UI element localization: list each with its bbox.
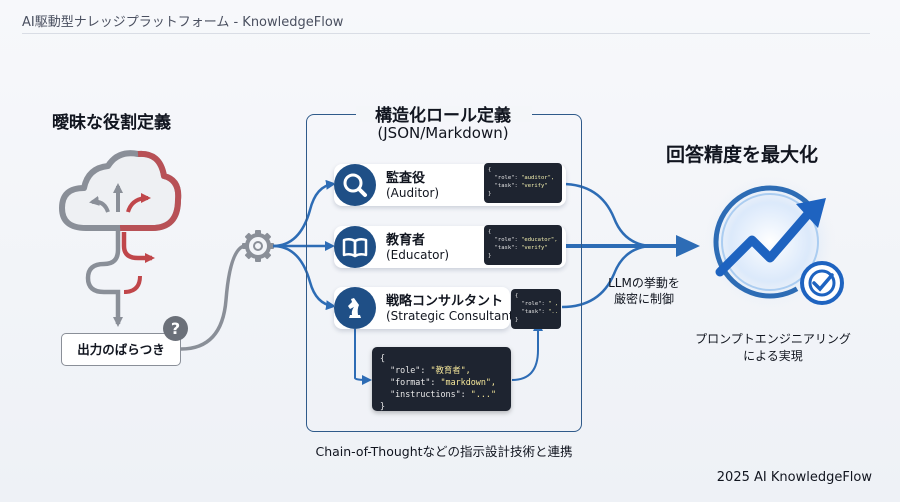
role-json-snippet: { "role": "auditor", "task": "verify" }	[484, 163, 562, 203]
cloud-icon	[59, 150, 182, 231]
role-card-strategic-consultant: 戦略コンサルタント (Strategic Consultant)	[334, 287, 518, 329]
gear-icon	[242, 230, 274, 262]
llm-control-text: LLMの挙動を厳密に制御	[608, 276, 680, 306]
cot-integration-label: Chain-of-Thoughtなどの指示設計技術と連携	[315, 444, 573, 459]
llm-control-label: LLMの挙動を厳密に制御	[602, 275, 686, 307]
structured-role-subtitle: (JSON/Markdown)	[377, 124, 509, 142]
role-english: (Auditor)	[386, 186, 440, 200]
structured-role-title: 構造化ロール定義	[375, 106, 511, 126]
role-name: 教育者	[386, 233, 426, 248]
accuracy-target-icon	[704, 176, 844, 308]
ambiguous-role-title: 曖昧な役割定義	[52, 113, 171, 133]
role-english: (Educator)	[386, 248, 450, 262]
header-divider	[22, 33, 870, 34]
footer-credit: 2025 AI KnowledgeFlow	[716, 470, 872, 485]
chess-knight-icon	[334, 287, 376, 329]
question-icon: ?	[163, 316, 188, 341]
magnifier-icon	[334, 164, 376, 206]
book-icon	[334, 226, 376, 268]
role-json-snippet: { "role": "educator", "task": "verify" }	[484, 225, 562, 265]
pe-line-2: による実現	[743, 349, 803, 363]
role-name: 監査役	[386, 171, 426, 186]
output-variance-box: 出力のばらつき	[61, 333, 181, 366]
role-english: (Strategic Consultant)	[386, 309, 519, 323]
json-code-block: { "role": "教育者", "format": "markdown", "…	[372, 347, 511, 411]
role-json-snippet: { "role": " , "task": ".. }	[511, 289, 561, 329]
role-name: 戦略コンサルタント	[386, 294, 504, 309]
pe-line-1: プロンプトエンジニアリング	[695, 332, 851, 346]
header-title: AI駆動型ナレッジプラットフォーム - KnowledgeFlow	[22, 15, 344, 30]
maximize-accuracy-title: 回答精度を最大化	[666, 144, 819, 166]
frame-title-gap	[356, 106, 532, 122]
prompt-engineering-label: プロンプトエンジニアリング による実現	[686, 331, 860, 365]
